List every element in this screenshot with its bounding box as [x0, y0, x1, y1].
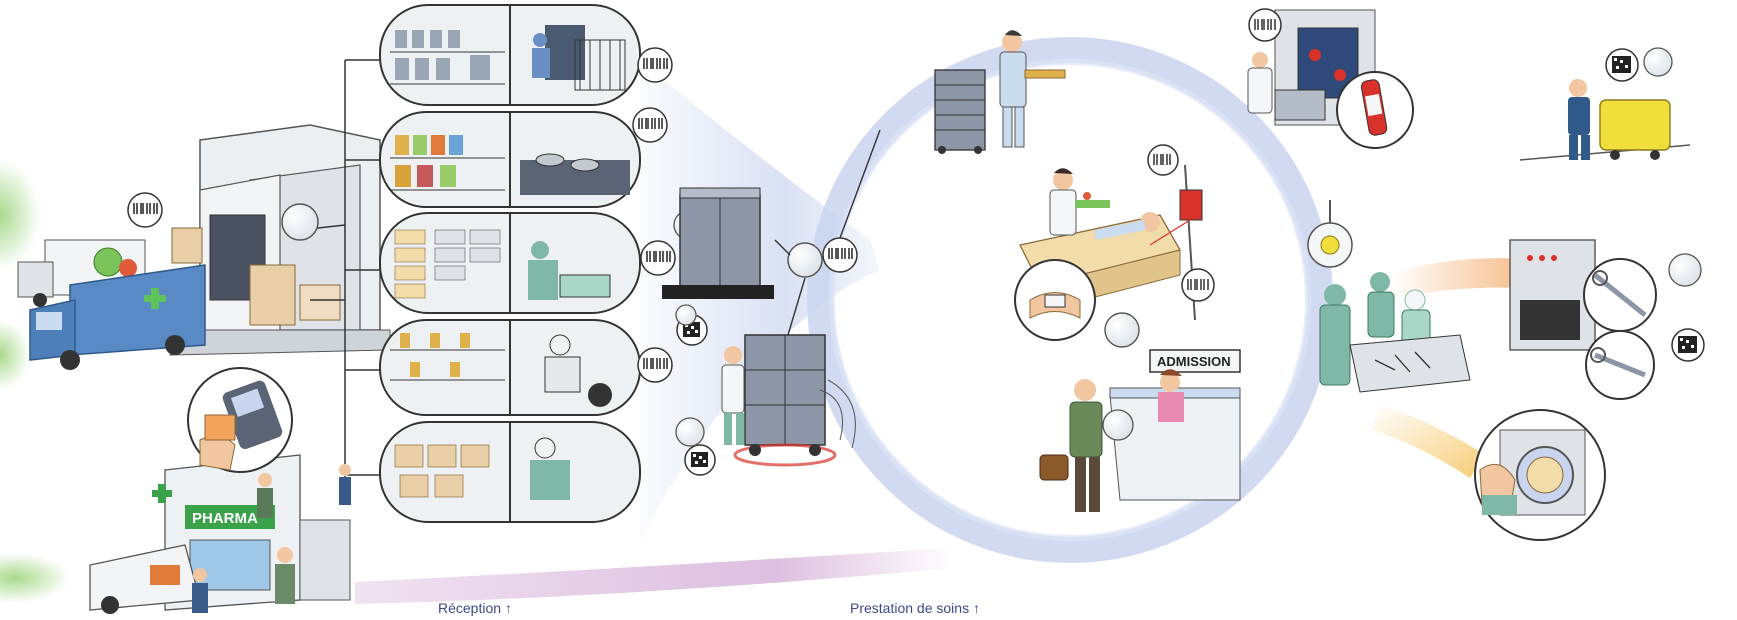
- green-glow-mid: [0, 320, 30, 390]
- barcode-tag-panel-1: [637, 47, 673, 83]
- storage-panel-2: [379, 111, 641, 208]
- instrument-lens-top: [1583, 258, 1657, 332]
- meal-trolley: [934, 69, 986, 154]
- sterilizer: [1509, 239, 1596, 351]
- pharmacy-people: [192, 464, 351, 613]
- delivery-truck-front: [29, 264, 206, 370]
- storage-panel-5: [379, 421, 641, 523]
- pharmacy-sign: PHARMA: [192, 510, 258, 527]
- flow-funnel: [640, 60, 880, 540]
- instrument-lens-bottom: [1585, 330, 1655, 400]
- flow-ring-inner: [829, 59, 1311, 541]
- pharmacy-van: [89, 544, 201, 614]
- nurse-with-tray: [999, 30, 1066, 148]
- barcode-tag-panel-2: [632, 107, 668, 143]
- blood-sample-lens: [1336, 71, 1414, 149]
- barcode-tag-iv: [1147, 144, 1179, 176]
- flow-yellow: [1372, 405, 1485, 478]
- patient-zoom-lens: [1104, 312, 1140, 348]
- barcode-tag-panel-4: [637, 347, 673, 383]
- staff-pushing-cart: [721, 346, 745, 445]
- datamatrix-tag-panel-5: [684, 444, 716, 476]
- cart-link-lines: [774, 129, 881, 346]
- green-glow-bottom: [0, 553, 70, 603]
- operating-room: [1307, 200, 1471, 393]
- laboratory: [1247, 9, 1376, 126]
- visitor-with-bag: [1039, 379, 1103, 512]
- barcode-tag-bed: [1181, 268, 1215, 302]
- instrument-zoom-lens: [1668, 253, 1702, 287]
- waste-bin-worker: [1519, 79, 1691, 161]
- barcode-tag-cart: [822, 237, 858, 273]
- barcode-tag-lab: [1248, 8, 1282, 42]
- waste-zoom-lens: [1643, 47, 1673, 77]
- green-glow-top: [0, 160, 40, 270]
- handheld-scanner-lens: [187, 367, 293, 473]
- admission-zoom-lens: [1102, 409, 1134, 441]
- flow-ring: [807, 37, 1333, 563]
- transport-cart-docked: [662, 187, 774, 299]
- flow-purple: [355, 548, 955, 604]
- admission-sign: ADMISSION: [1157, 354, 1231, 369]
- wristband-lens: [1014, 259, 1096, 341]
- laundry-lens: [1474, 409, 1606, 541]
- storage-panel-1: [379, 4, 641, 106]
- nurse-with-meal: [1049, 168, 1110, 236]
- storage-panel-3: [379, 212, 641, 314]
- warehouse-zoom-lens: [281, 203, 319, 241]
- reception-label: Réception ↑: [438, 600, 512, 616]
- cart-zoom-lens: [787, 242, 823, 278]
- barcode-tag-warehouse: [127, 192, 163, 228]
- admission-desk: ADMISSION: [1109, 349, 1241, 501]
- datamatrix-tag-waste: [1605, 48, 1639, 82]
- barcode-tag-panel-3: [640, 240, 676, 276]
- datamatrix-tag-instrument: [1671, 328, 1705, 362]
- transport-cart-rolling: [733, 334, 856, 467]
- care-label: Prestation de soins ↑: [850, 600, 980, 616]
- storage-panel-4: [379, 319, 641, 416]
